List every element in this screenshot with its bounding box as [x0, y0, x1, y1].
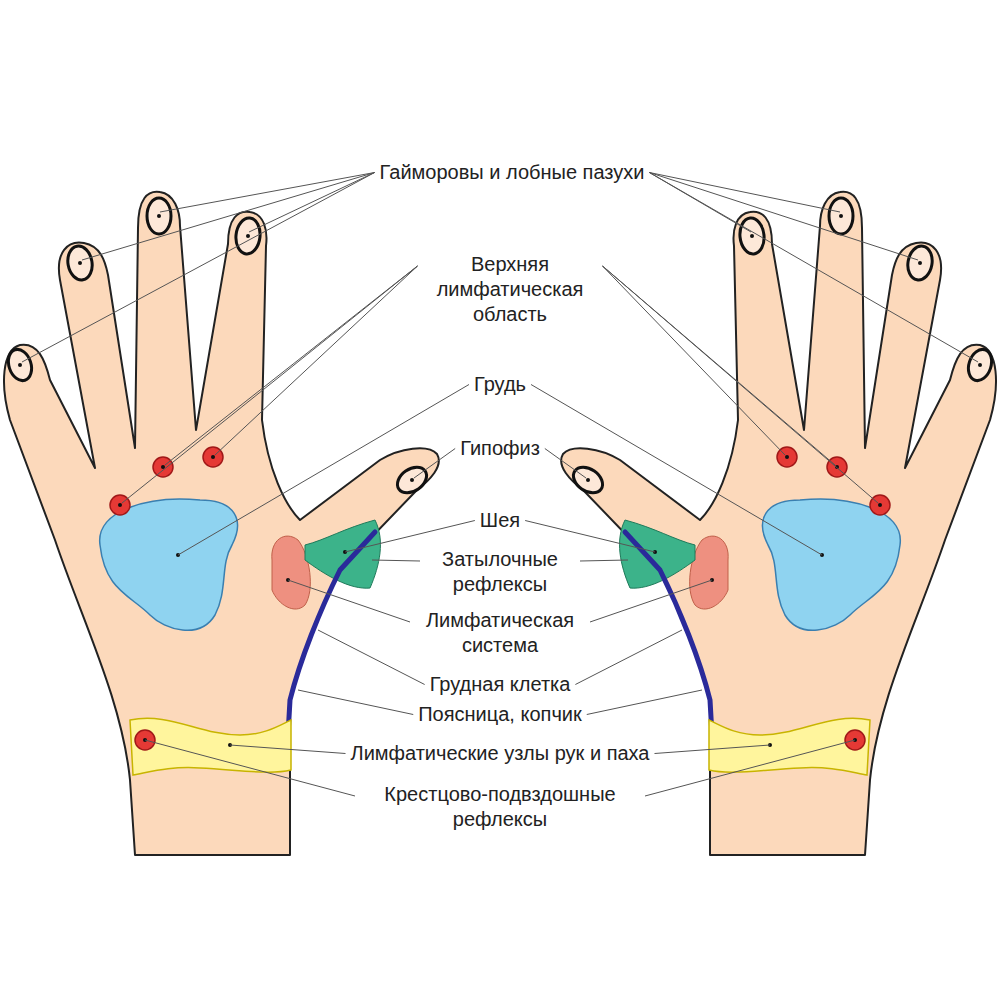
chest-zone — [100, 499, 238, 630]
leader-line — [645, 740, 855, 796]
leader-line — [122, 266, 418, 503]
dot — [18, 363, 22, 367]
nail — [147, 198, 171, 234]
leader-line — [249, 173, 375, 233]
leader-line — [298, 690, 413, 715]
zone-label: Лимфатическая система — [415, 608, 585, 658]
leader-line — [288, 580, 410, 622]
dot — [118, 503, 122, 507]
dot — [410, 478, 414, 482]
leader-line — [603, 266, 786, 455]
center-dots — [18, 214, 414, 747]
nail — [65, 244, 95, 282]
dot — [78, 261, 82, 265]
nail — [5, 346, 36, 383]
zone-label: Крестцово-подвздошные рефлексы — [360, 782, 640, 832]
leader-line — [372, 560, 420, 561]
leader-line — [345, 521, 475, 553]
leader-line — [587, 690, 702, 715]
leader-line — [649, 173, 978, 363]
leader-line — [655, 745, 771, 754]
leader-line — [215, 266, 418, 455]
leader-line — [603, 266, 836, 465]
zone-label: Гайморовы и лобные пазухи — [380, 160, 645, 185]
leader-line — [178, 385, 469, 556]
leader-line — [525, 521, 655, 553]
leader-line — [82, 173, 375, 261]
leader-line — [145, 740, 355, 796]
leader-line — [580, 560, 628, 561]
leader-line — [160, 173, 375, 213]
zone-label: Верхняя лимфатическая область — [423, 252, 598, 327]
red-point — [153, 457, 173, 477]
leader-line — [531, 385, 822, 556]
leader-line — [649, 173, 840, 213]
leader-line — [545, 449, 586, 479]
spine-line — [288, 532, 375, 735]
zone-label: Грудь — [474, 372, 526, 397]
wrist-band — [130, 718, 291, 775]
zone-label: Лимфатические узлы рук и паха — [351, 741, 650, 766]
neck-zone — [305, 520, 380, 588]
red-point — [110, 495, 130, 515]
leader-line — [414, 449, 455, 479]
leader-line — [22, 173, 375, 363]
leader-line — [603, 266, 879, 503]
leader-line — [649, 173, 918, 261]
leader-line — [649, 173, 751, 233]
zone-label: Шея — [480, 508, 520, 533]
dot — [157, 214, 161, 218]
nail — [393, 462, 432, 498]
dot — [211, 455, 215, 459]
leader-line — [318, 630, 425, 685]
leader-line — [575, 630, 682, 685]
leader-line — [230, 745, 346, 754]
red-points — [110, 447, 223, 750]
zone-label: Поясница, копчик — [418, 702, 582, 727]
fingernails — [5, 198, 432, 498]
leader-line — [165, 266, 418, 465]
zone-label: Грудная клетка — [430, 672, 571, 697]
leader-line — [590, 580, 712, 622]
nail — [234, 217, 262, 255]
zone-label: Затылочные рефлексы — [425, 547, 575, 597]
dot — [246, 234, 250, 238]
zone-label: Гипофиз — [460, 436, 540, 461]
